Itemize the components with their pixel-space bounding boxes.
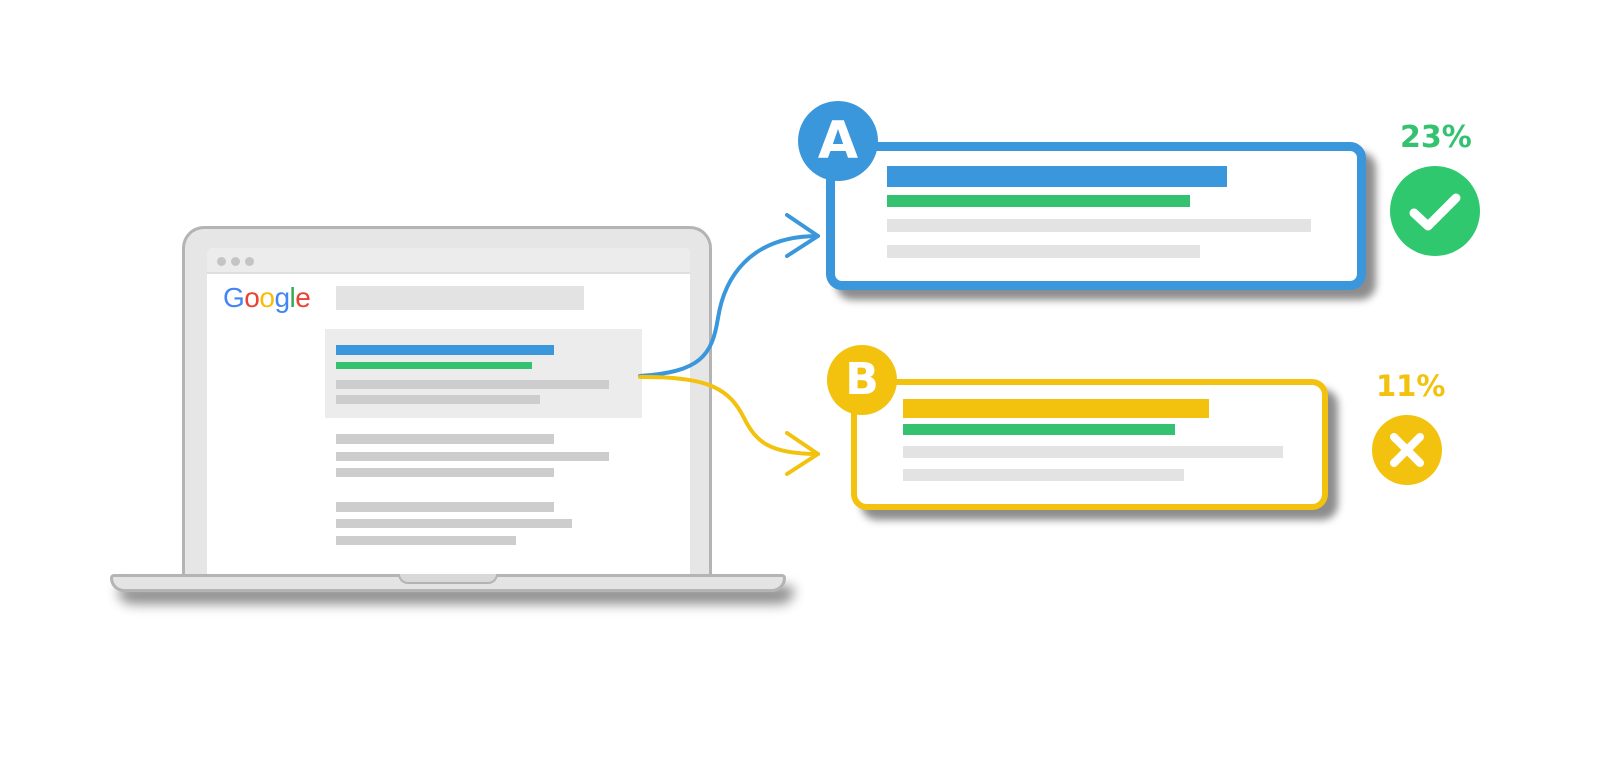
arrow-to-variant-a: [638, 234, 820, 378]
variant-a-url-bar: [887, 195, 1190, 207]
variant-a-text-line: [887, 219, 1311, 232]
variant-a-title-bar: [887, 166, 1227, 187]
variant-b-badge: B: [827, 345, 897, 415]
variant-b-text-line: [903, 446, 1283, 458]
window-dot-icon: [245, 257, 254, 266]
laptop-screen: Google: [207, 248, 690, 576]
result-text-line: [336, 519, 572, 528]
result-text-line: [336, 502, 554, 512]
arrow-to-variant-b: [638, 374, 820, 456]
variant-a-badge: A: [798, 101, 878, 181]
variant-b-text-line: [903, 469, 1184, 481]
variant-a-card: [826, 142, 1366, 290]
variant-a-text-line: [887, 245, 1200, 258]
result-text-line: [336, 536, 516, 545]
variant-b-card: [851, 379, 1328, 510]
google-logo: Google: [223, 282, 311, 313]
arrowhead-b-icon: [785, 431, 820, 476]
check-icon: [1390, 166, 1480, 256]
result-text-line: [336, 380, 609, 389]
result-text-line: [336, 452, 609, 461]
variant-a-percent: 23%: [1400, 120, 1472, 155]
window-dot-icon: [217, 257, 226, 266]
search-box: [336, 286, 584, 310]
window-dot-icon: [231, 257, 240, 266]
result-text-line: [336, 468, 554, 477]
result-text-line: [336, 395, 540, 404]
result-url-bar: [336, 362, 532, 369]
x-icon: [1372, 415, 1442, 485]
variant-b-title-bar: [903, 399, 1209, 418]
result-text-line: [336, 434, 554, 444]
arrowhead-a-icon: [785, 213, 820, 258]
result-title-bar: [336, 345, 554, 355]
variant-b-url-bar: [903, 424, 1175, 435]
search-result-highlighted: [325, 329, 642, 418]
variant-b-percent: 11%: [1376, 369, 1446, 403]
browser-title-bar: [207, 248, 690, 274]
